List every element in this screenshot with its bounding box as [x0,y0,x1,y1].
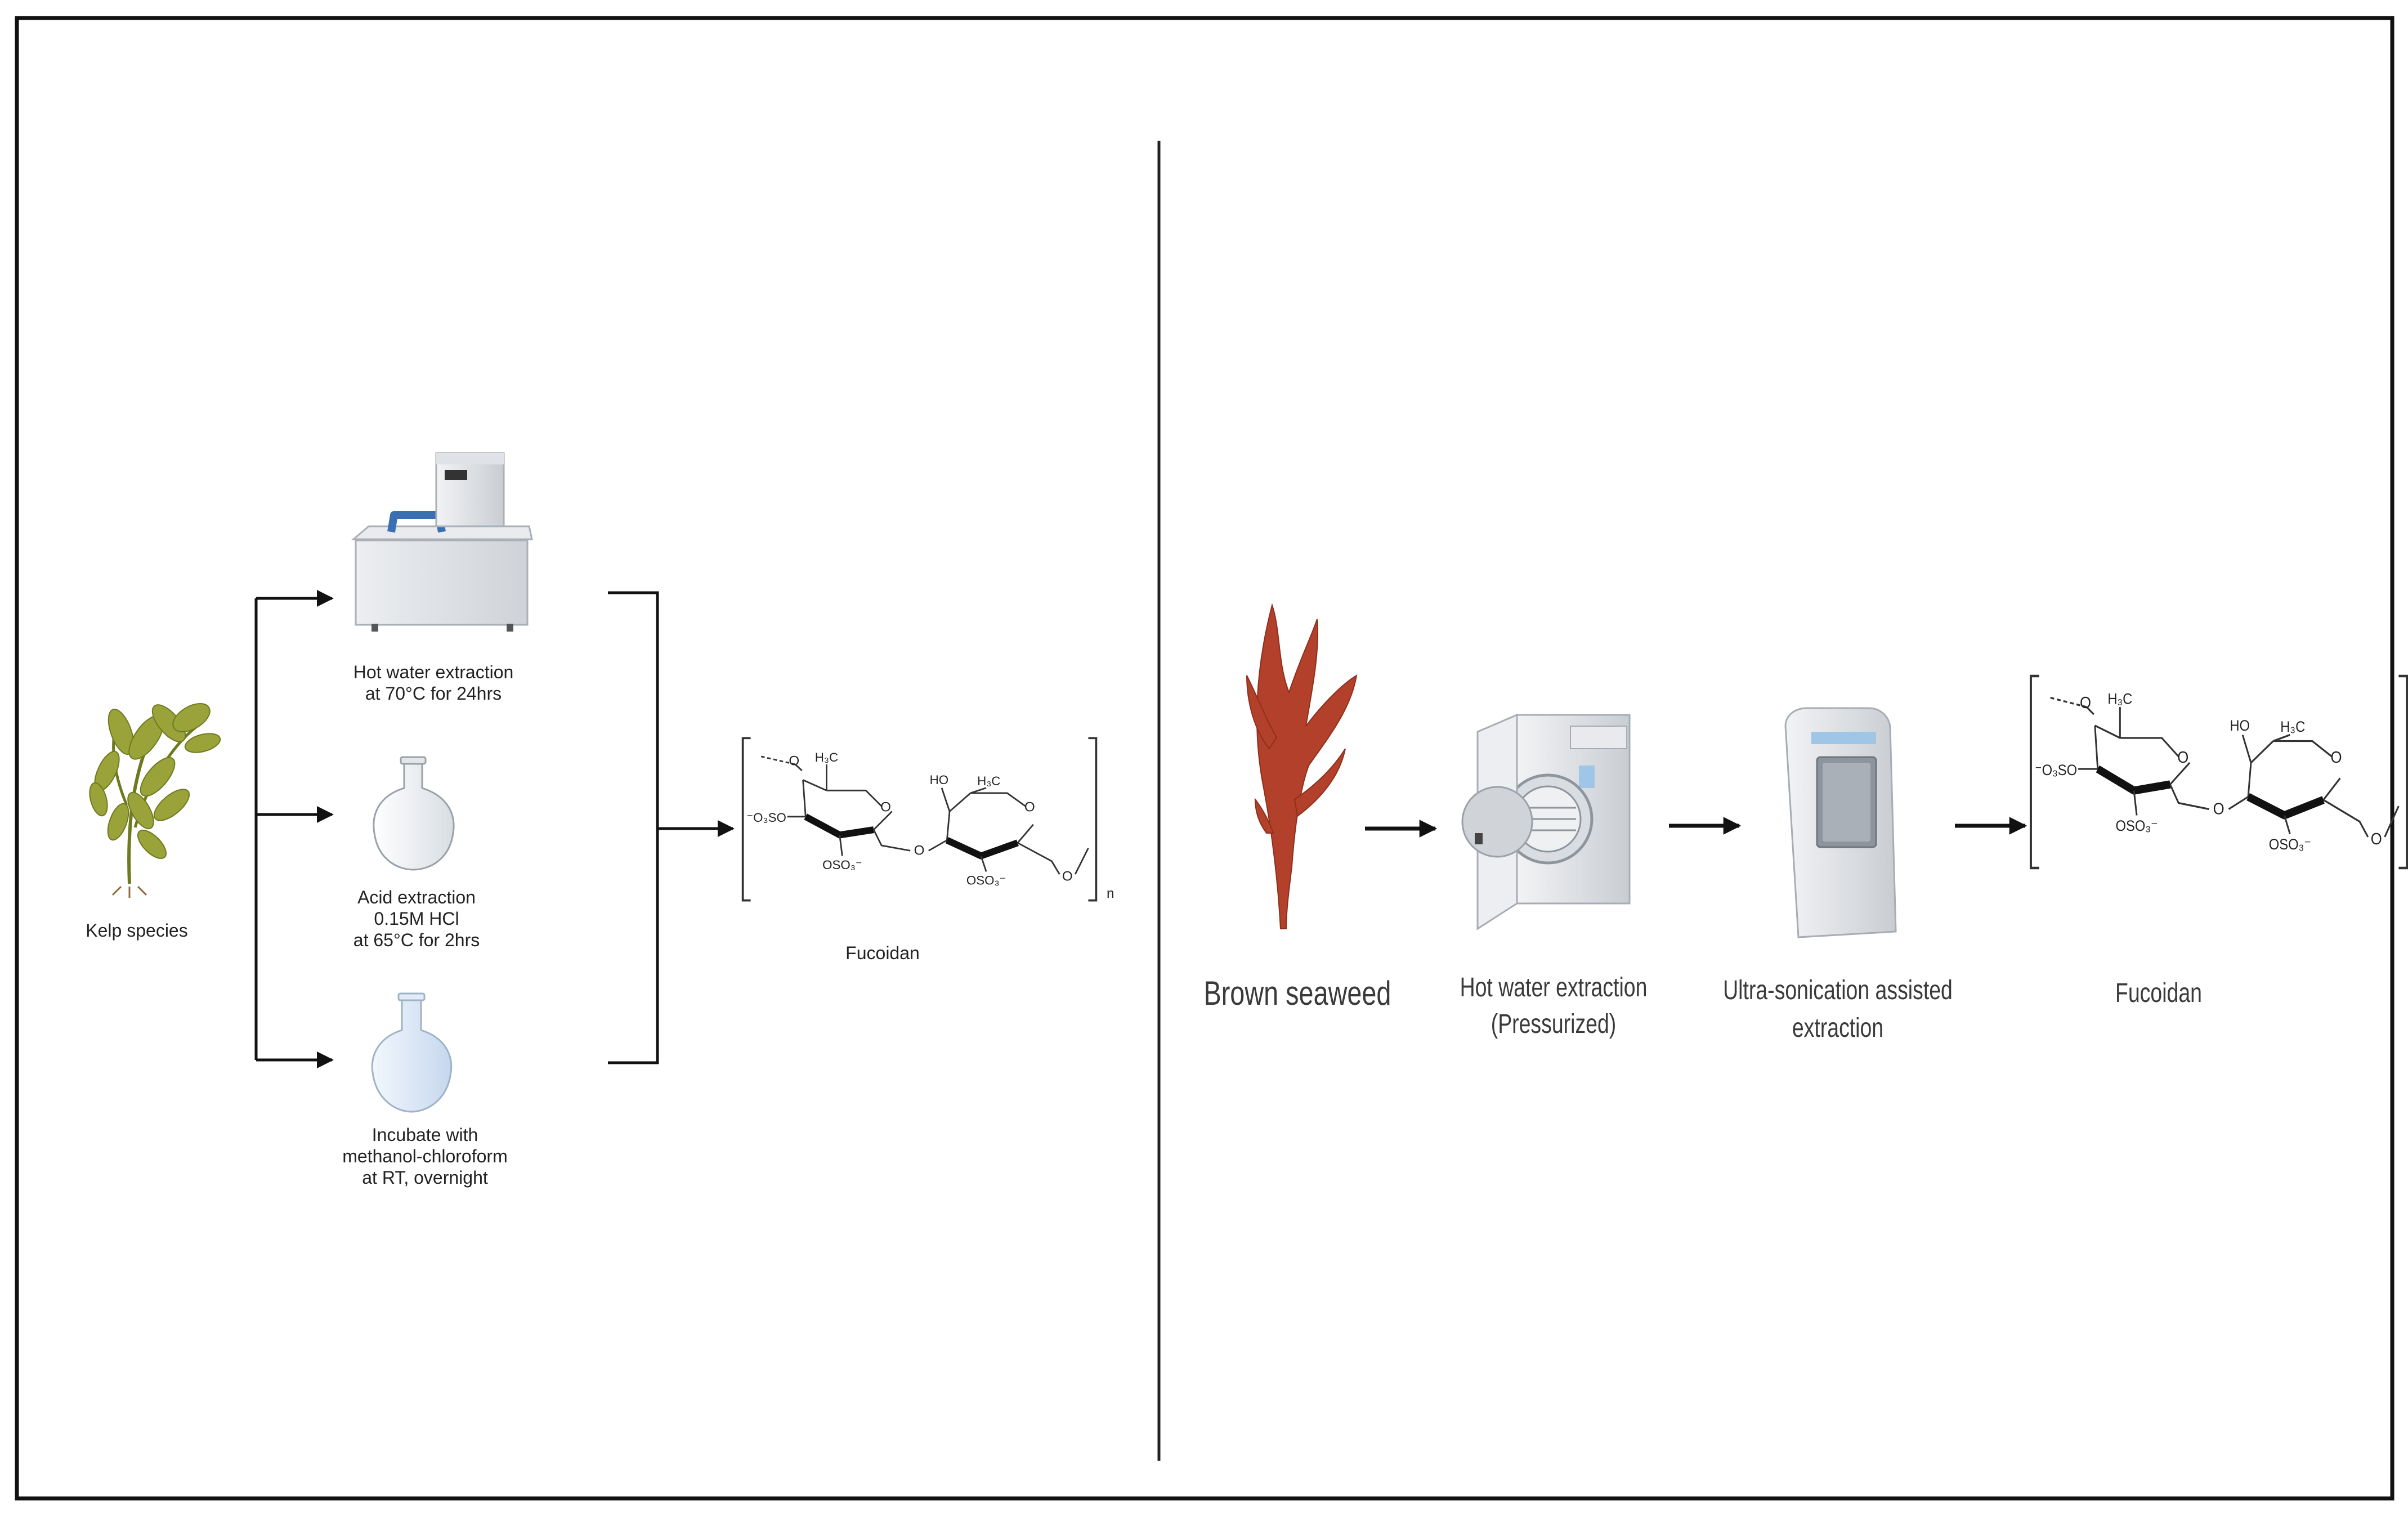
fucoidan-label-left: Fucoidan [845,943,920,963]
chem-sulfate-ring1: OSO₃⁻ [822,858,862,872]
merge-bracket [608,591,735,1064]
step-brown-seaweed-label: Brown seaweed [1204,974,1391,1012]
method-acid-line-2: 0.15M HCl [374,909,459,929]
chem-terminal-o: O [1062,869,1073,884]
chem-repeat-n: n [1107,886,1114,901]
chem-ring2-hydroxyl: HO [930,773,948,787]
autoclave-icon [1461,713,1631,930]
chem-ring-o-2: O [2177,748,2188,767]
chem-ring2-methyl: H₃C [2280,719,2305,735]
kelp-icon [89,703,221,898]
chem-terminal-o: O [2371,830,2382,848]
process-arrows [1365,817,2027,838]
step-hot-water-label-1: Hot water extraction [1460,973,1648,1003]
figure-frame [15,16,2394,1501]
kelp-species-label: Kelp species [86,920,187,941]
chem-sulfate-ring1: OSO₃⁻ [2116,818,2158,834]
brown-seaweed-icon [1246,603,1358,929]
fucoidan-structure-left: O H₃C O ⁻O₃SO OSO₃⁻ O HO H₃C O OSO₃⁻ O n [743,738,1114,901]
step-ultrasonication-label-1: Ultra-sonication assisted [1723,975,1953,1006]
chem-sulfate-ring2: OSO₃⁻ [2269,836,2311,853]
chem-ring-o-3: O [1024,800,1035,815]
chem-ring1-methyl: H₃C [2107,691,2132,707]
chem-glycosidic-o: O [914,843,925,858]
method-methanol-line-2: methanol-chloroform [342,1146,507,1166]
flask-icon-acid [373,756,455,871]
step-ultrasonication-label-2: extraction [1792,1013,1883,1044]
method-hot-water-line-2: at 70°C for 24hrs [365,683,502,704]
chem-sulfate-left: ⁻O₃SO [746,811,786,825]
flask-icon-methanol [371,992,453,1113]
chem-ring2-hydroxyl: HO [2230,718,2250,734]
chem-sulfate-left: ⁻O₃SO [2035,762,2077,778]
step-fucoidan-label: Fucoidan [2115,978,2202,1009]
chem-ring1-methyl: H₃C [815,750,838,764]
method-methanol-line-3: at RT, overnight [362,1167,488,1188]
method-methanol-line-1: Incubate with [372,1125,478,1145]
chem-glycosidic-o: O [2213,799,2225,818]
branch-connector [254,590,334,1068]
chem-ring-o-1: O [789,754,799,769]
method-hot-water-line-1: Hot water extraction [353,662,514,682]
chem-ring-o-2: O [880,800,891,815]
chem-ring-o-1: O [2080,693,2091,712]
step-hot-water-label-2: (Pressurized) [1491,1009,1617,1040]
method-acid-line-3: at 65°C for 2hrs [353,930,480,950]
chem-sulfate-ring2: OSO₃⁻ [966,874,1006,888]
ultrasonicator-icon [1784,707,1897,938]
chem-ring-o-3: O [2330,748,2342,767]
chem-ring2-methyl: H₃C [977,774,1000,788]
fucoidan-structure-right: O H₃C O ⁻O₃SO OSO₃⁻ O HO H₃C O OSO₃⁻ O n [2031,676,2408,869]
water-bath-icon [351,452,533,632]
method-acid-line-1: Acid extraction [357,887,476,907]
